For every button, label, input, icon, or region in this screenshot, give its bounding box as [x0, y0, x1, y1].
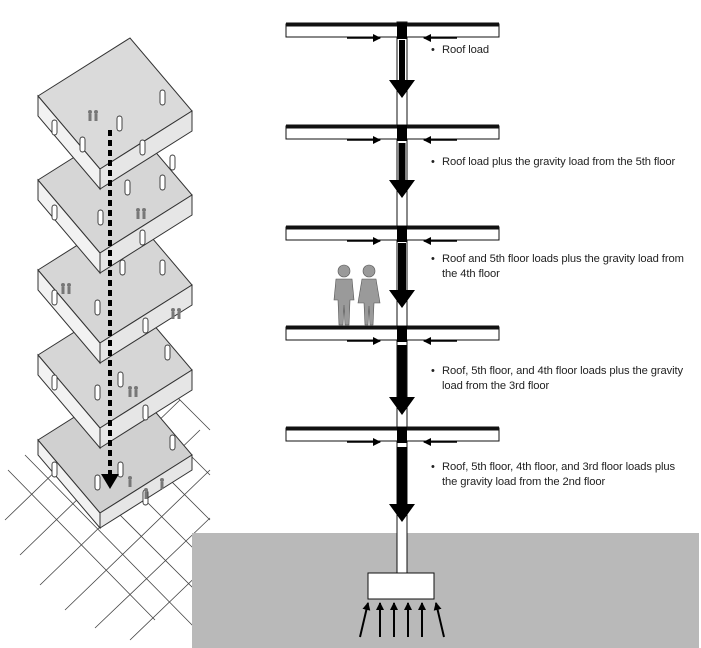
building-columns — [51, 89, 176, 506]
load-path-arrowhead-icon — [101, 474, 119, 489]
bullet-icon: • — [431, 44, 435, 56]
floor-slabs — [285, 22, 500, 446]
person-icon — [357, 264, 381, 326]
floor-slab-5 — [285, 426, 500, 446]
label-5th-floor-load: • Roof load plus the gravity load from t… — [431, 155, 692, 170]
down-arrow-icon — [389, 40, 415, 98]
column-joint — [397, 125, 407, 141]
building-people — [61, 110, 181, 499]
column-joint — [397, 23, 407, 39]
down-arrow-icon — [389, 243, 415, 308]
people-figures — [333, 264, 381, 326]
label-text: Roof load plus the gravity load from the… — [442, 156, 676, 168]
floor-slab-2 — [285, 124, 500, 144]
bullet-icon: • — [431, 156, 435, 168]
label-3rd-floor-load: • Roof, 5th floor, and 4th floor loads p… — [431, 364, 694, 394]
column-joint — [397, 226, 407, 242]
person-icon — [333, 264, 355, 326]
down-arrow-icon — [389, 447, 415, 522]
label-text: Roof, 5th floor, and 4th floor loads plu… — [442, 365, 683, 392]
label-text: Roof load — [442, 44, 489, 56]
down-arrow-icon — [389, 345, 415, 415]
footing — [367, 572, 435, 600]
label-4th-floor-load: • Roof and 5th floor loads plus the grav… — [431, 252, 692, 282]
column-joint — [397, 326, 407, 342]
floor-slab-3 — [285, 225, 500, 245]
bullet-icon: • — [431, 365, 435, 377]
label-text: Roof, 5th floor, 4th floor, and 3rd floo… — [442, 461, 675, 488]
floor-slab-4 — [285, 325, 500, 345]
label-text: Roof and 5th floor loads plus the gravit… — [442, 253, 684, 280]
ground-block — [192, 533, 699, 648]
label-2nd-floor-load: • Roof, 5th floor, 4th floor, and 3rd fl… — [431, 460, 692, 490]
column-joint — [397, 427, 407, 443]
gravity-arrows — [389, 40, 415, 522]
down-arrow-icon — [389, 143, 415, 198]
isometric-building — [4, 37, 211, 641]
bullet-icon: • — [431, 253, 435, 265]
reaction-arrows — [359, 602, 445, 638]
floor-slab-1 — [285, 22, 500, 42]
floor-plate-roof — [37, 37, 193, 191]
label-roof-load: • Roof load — [431, 43, 692, 58]
bullet-icon: • — [431, 461, 435, 473]
